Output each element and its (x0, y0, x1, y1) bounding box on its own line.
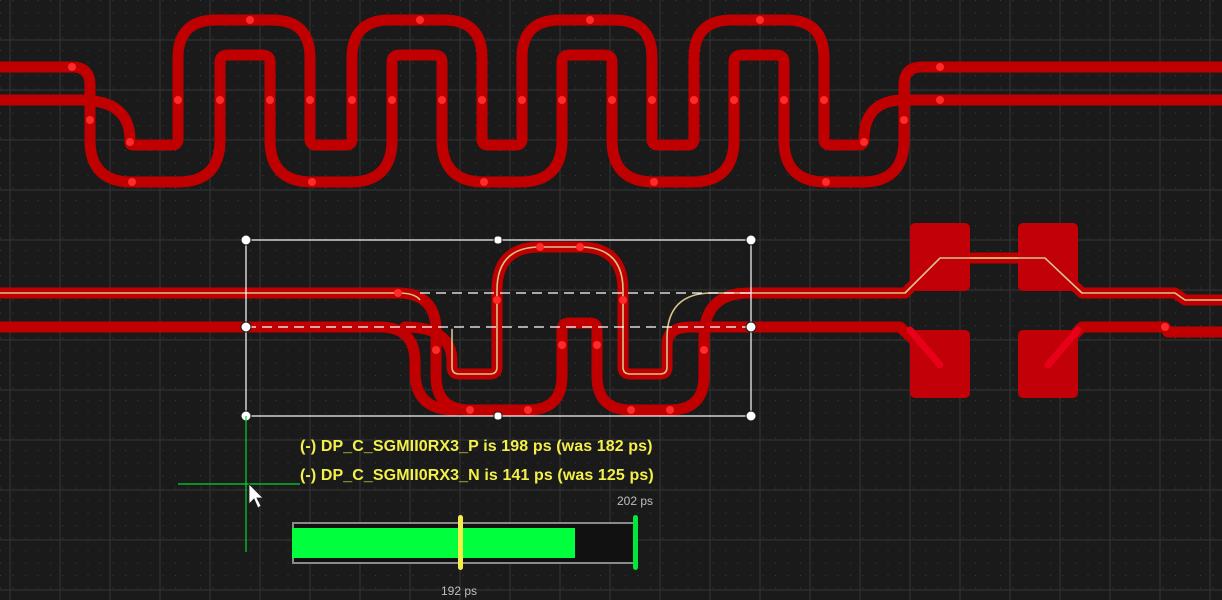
pad-centerline (904, 257, 1083, 294)
tuning-message-p: (-) DP_C_SGMII0RX3_P is 198 ps (was 182 … (300, 438, 653, 455)
handle-top-left[interactable] (240, 234, 252, 246)
trace-mid-vertex-dots (394, 243, 1169, 414)
trace-top-inner[interactable] (0, 14, 1222, 151)
pad-connect-lines (906, 326, 1082, 369)
current-length-marker (458, 515, 463, 570)
crosshair-icon (178, 416, 300, 552)
trace-top-vertex-dots (68, 16, 944, 186)
handle-bottom-right[interactable] (745, 410, 757, 422)
reference-dashes (246, 292, 751, 328)
target-length-marker (633, 515, 638, 570)
arrow-pointer-icon (248, 483, 264, 509)
target-length-label: 202 ps (617, 494, 654, 508)
pad-1[interactable] (910, 223, 970, 291)
trace-mid-n[interactable] (0, 321, 461, 416)
current-length-label: 192 ps (441, 584, 478, 598)
handle-top-right[interactable] (745, 234, 757, 246)
handle-top-mid[interactable] (493, 235, 503, 245)
selection-handles[interactable] (240, 234, 757, 422)
length-gauge-fill (292, 528, 575, 558)
trace-top-outer[interactable] (0, 49, 1222, 188)
handle-left-mid[interactable] (240, 321, 252, 333)
tuning-message-n: (-) DP_C_SGMII0RX3_N is 141 ps (was 125 … (300, 467, 654, 484)
handle-right-mid[interactable] (745, 321, 757, 333)
handle-bottom-mid[interactable] (493, 411, 503, 421)
